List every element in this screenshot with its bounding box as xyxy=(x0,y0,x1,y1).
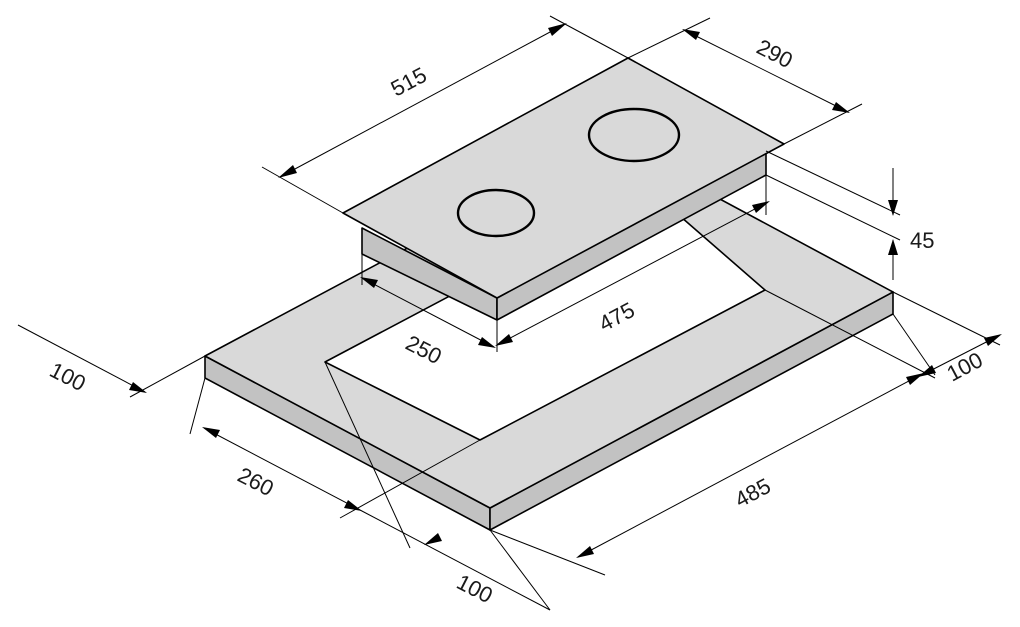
dim-100-front-extension-left xyxy=(324,361,411,549)
dim-290-extension-bottom xyxy=(783,103,863,145)
dim-100-right-extension-top xyxy=(892,291,1001,346)
dim-100-right-arrow-top xyxy=(984,334,1002,346)
dim-515-arrow-right xyxy=(548,23,567,36)
small-burner xyxy=(456,188,536,238)
dim-250-line xyxy=(361,277,495,348)
dim-475-arrow-left xyxy=(495,334,513,346)
dim-260-extension-right xyxy=(339,439,481,519)
dim-260-line xyxy=(203,427,361,511)
dim-485-extension-left xyxy=(489,529,606,576)
label-100-right: 100 xyxy=(943,347,987,386)
dim-515-line xyxy=(279,23,566,178)
dim-260-arrow-right xyxy=(344,500,362,511)
dim-290-extension-top xyxy=(627,17,711,59)
dim-290-arrow-bottom xyxy=(832,102,850,113)
label-485: 485 xyxy=(731,473,775,512)
dim-100-left-arrow xyxy=(129,382,147,393)
dim-515-extension-left xyxy=(261,166,344,214)
dim-290-arrow-top xyxy=(682,29,700,40)
dim-515-extension-right xyxy=(549,15,629,59)
label-260: 260 xyxy=(234,462,278,501)
dim-45-extension-top xyxy=(765,150,901,216)
dim-260-arrow-left xyxy=(202,427,220,438)
dim-485-arrow-left xyxy=(576,546,594,558)
dim-485-line xyxy=(577,373,923,558)
dim-100-right-extension-bottom xyxy=(764,289,936,379)
dim-290-line xyxy=(683,29,849,113)
dim-45-extension-bottom xyxy=(765,174,901,241)
dim-485-arrow-right xyxy=(906,373,924,385)
dim-250-arrow-left xyxy=(360,277,378,288)
dim-100-front-extension-right xyxy=(489,529,551,611)
large-burner xyxy=(587,107,681,163)
label-100-front: 100 xyxy=(453,569,497,608)
dim-475-line xyxy=(496,201,769,346)
dim-250-arrow-right xyxy=(478,337,496,348)
dim-100-front-arrow xyxy=(424,533,442,545)
dim-475-arrow-right xyxy=(752,201,770,213)
dim-100-left-line xyxy=(17,324,146,393)
dimension-lines xyxy=(17,15,1002,611)
dim-260-extension-left xyxy=(189,377,206,435)
dim-100-front-line xyxy=(359,509,551,611)
dim-515-arrow-left xyxy=(278,165,297,178)
dim-45-arrow-top xyxy=(888,200,898,216)
dim-485-extension-right xyxy=(892,313,936,376)
label-45: 45 xyxy=(910,228,934,253)
label-100-left: 100 xyxy=(46,357,90,396)
dim-45-arrow-bottom xyxy=(888,239,898,255)
label-515: 515 xyxy=(387,62,431,101)
